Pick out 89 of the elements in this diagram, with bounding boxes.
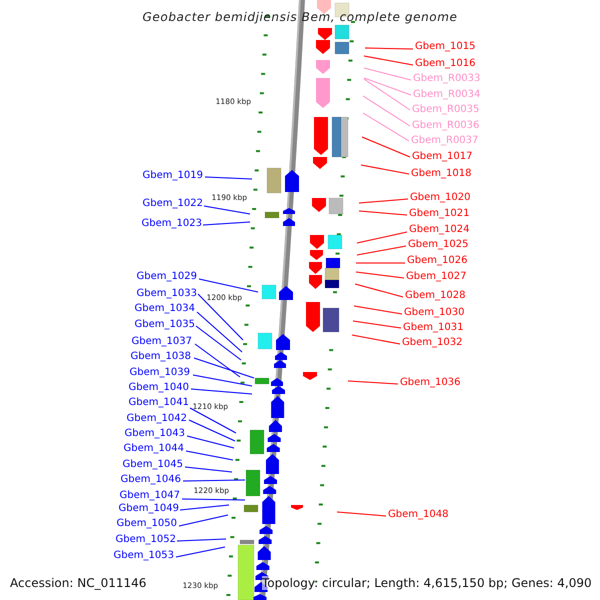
gene-label: Gbem_1042 [126, 413, 187, 425]
gene-label: Gbem_1031 [403, 322, 464, 334]
gene-label: Gbem_1053 [114, 550, 174, 562]
leader-line [186, 436, 234, 448]
leader-line [348, 380, 398, 384]
leader-line [182, 480, 246, 482]
gene-label: Gbem_1048 [388, 509, 448, 521]
gene-label: Gbem_1035 [134, 319, 195, 331]
gene-label: Gbem_R0035 [412, 104, 480, 116]
leader-line [186, 450, 234, 460]
leader-line [196, 312, 242, 352]
gene-label: Gbem_1040 [128, 382, 189, 394]
gene-label: Gbem_1033 [136, 288, 197, 300]
leader-line [356, 246, 406, 256]
leader-line [364, 78, 410, 110]
leader-line [176, 546, 226, 558]
gene-label: Gbem_1023 [142, 218, 202, 230]
gene-label: Gbem_1029 [136, 271, 197, 283]
gene-label: Gbem_1025 [408, 239, 468, 251]
gene-label: Gbem_1018 [411, 168, 472, 180]
leader-line [192, 374, 252, 386]
leader-line [358, 210, 408, 216]
leader-line [198, 278, 258, 292]
gene-label: Gbem_1052 [116, 534, 176, 546]
gene-label: Gbem_1037 [132, 336, 192, 348]
leader-line [178, 514, 228, 526]
gene-label: Gbem_R0034 [413, 89, 480, 101]
leader-line [356, 262, 406, 264]
gene-label: Gbem_1041 [128, 397, 189, 409]
gene-label: Gbem_R0037 [411, 135, 478, 147]
gene-label: Gbem_1050 [116, 518, 177, 530]
gene-label: Gbem_1021 [409, 208, 470, 220]
leader-line [182, 498, 246, 500]
leader-line [356, 272, 404, 278]
leader-line [194, 358, 254, 378]
info-text: Accession: NC_011146 [10, 576, 146, 590]
leader-line [202, 222, 250, 226]
leader-line [352, 334, 400, 344]
gene-label: Gbem_1019 [142, 170, 203, 182]
gene-label: Gbem_1043 [124, 428, 185, 440]
leader-line [198, 294, 244, 340]
gene-label: Gbem_1036 [400, 377, 460, 389]
leader-line [358, 198, 408, 204]
gene-label: Gbem_1022 [142, 198, 203, 210]
info-text: Topology: circular; Length: 4,615,150 bp; Genes: 4,090 [262, 576, 592, 590]
leader-line [362, 136, 410, 158]
leader-line [190, 388, 252, 394]
leader-line [196, 326, 242, 360]
leader-line [364, 48, 414, 50]
gene-label: Gbem_1026 [407, 255, 468, 267]
gene-label: Gbem_1046 [120, 474, 181, 486]
title: Geobacter bemidjiensis Bem, complete genome [142, 10, 458, 25]
leader-line [362, 96, 410, 126]
gene-label: Gbem_1017 [412, 151, 472, 163]
gene-label: Gbem_1032 [402, 337, 462, 349]
leader-line [180, 504, 230, 510]
leader-line [356, 232, 408, 244]
gene-label: Gbem_1028 [405, 290, 466, 302]
gene-label: Gbem_1016 [415, 58, 476, 70]
gene-label: Gbem_1049 [118, 503, 179, 515]
leader-line [352, 320, 402, 328]
gene-label: Gbem_1038 [130, 351, 191, 363]
gene-label: Gbem_R0036 [412, 120, 480, 132]
leader-line [364, 68, 412, 80]
gene-label: Gbem_1015 [415, 41, 476, 53]
leader-line [176, 538, 226, 542]
leader-line [354, 284, 404, 298]
leader-line [188, 420, 236, 442]
gene-label: Gbem_1045 [122, 459, 183, 471]
leader-line [194, 344, 240, 378]
leader-line [184, 466, 232, 472]
gene-label: Gbem_1027 [406, 271, 466, 283]
gene-label: Gbem_1030 [404, 307, 464, 319]
leader-line [364, 56, 414, 66]
leader-line [354, 306, 402, 314]
leader-line [204, 206, 250, 214]
leader-line [336, 512, 386, 516]
gene-label: Gbem_1044 [124, 443, 184, 455]
leader-line [364, 78, 412, 96]
gene-label: Gbem_1047 [120, 490, 180, 502]
leader-line [362, 112, 410, 142]
leader-line [190, 408, 236, 434]
gene-label: Gbem_1020 [410, 192, 470, 204]
leader-line [204, 176, 252, 180]
gene-label: Gbem_1039 [130, 367, 190, 379]
gene-label: Gbem_1034 [134, 303, 195, 315]
leader-line [360, 164, 410, 174]
gene-label: Gbem_R0033 [413, 73, 480, 85]
gene-label: Gbem_1024 [409, 224, 470, 236]
